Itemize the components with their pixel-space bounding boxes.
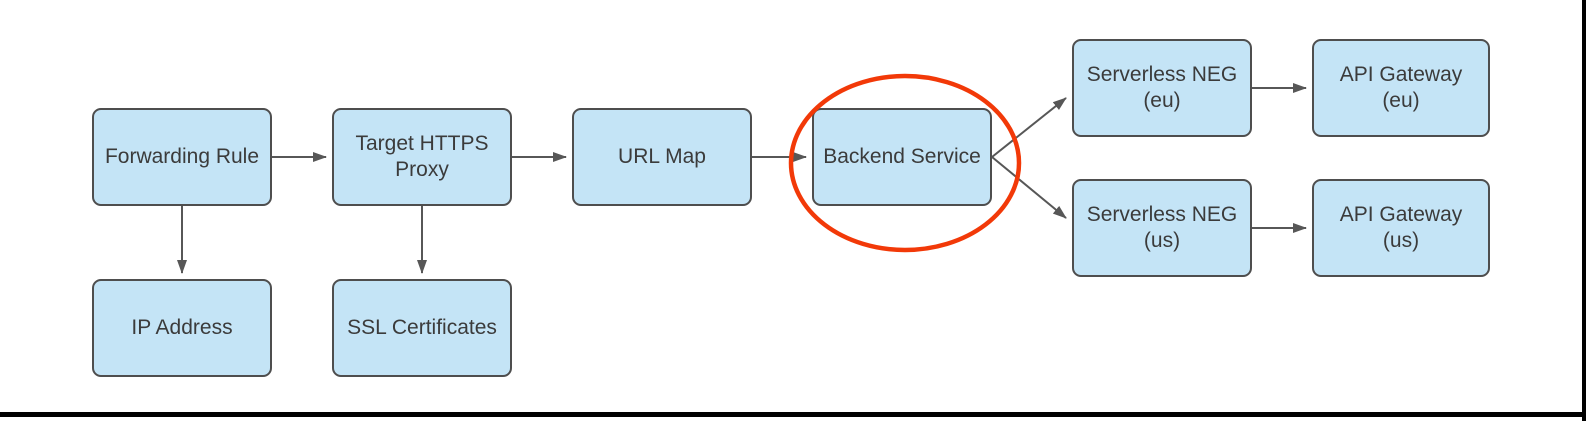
arrow-backend-service-to-serverless-neg-us	[991, 156, 1067, 219]
node-ssl-certificates: SSL Certificates	[332, 279, 512, 377]
node-url-map: URL Map	[572, 108, 752, 206]
node-label: SSL Certificates	[347, 315, 497, 339]
node-serverless-neg-eu: Serverless NEG (eu)	[1072, 39, 1252, 137]
node-label: Serverless NEG (us)	[1086, 202, 1238, 252]
node-label: IP Address	[131, 315, 233, 339]
node-label: Target HTTPS Proxy	[355, 131, 489, 181]
node-api-gateway-us: API Gateway (us)	[1312, 179, 1490, 277]
arrow-backend-service-to-serverless-neg-eu	[991, 97, 1067, 158]
node-backend-service: Backend Service	[812, 108, 992, 206]
node-label: API Gateway (us)	[1339, 202, 1463, 252]
node-target-https-proxy: Target HTTPS Proxy	[332, 108, 512, 206]
node-label: Backend Service	[823, 144, 981, 168]
node-ip-address: IP Address	[92, 279, 272, 377]
frame-bottom-border	[0, 412, 1586, 417]
node-api-gateway-eu: API Gateway (eu)	[1312, 39, 1490, 137]
frame-right-border	[1582, 0, 1586, 421]
node-label: API Gateway (eu)	[1339, 62, 1463, 112]
node-label: URL Map	[618, 144, 706, 168]
node-forwarding-rule: Forwarding Rule	[92, 108, 272, 206]
node-label: Forwarding Rule	[104, 144, 260, 168]
node-label: Serverless NEG (eu)	[1086, 62, 1238, 112]
node-serverless-neg-us: Serverless NEG (us)	[1072, 179, 1252, 277]
